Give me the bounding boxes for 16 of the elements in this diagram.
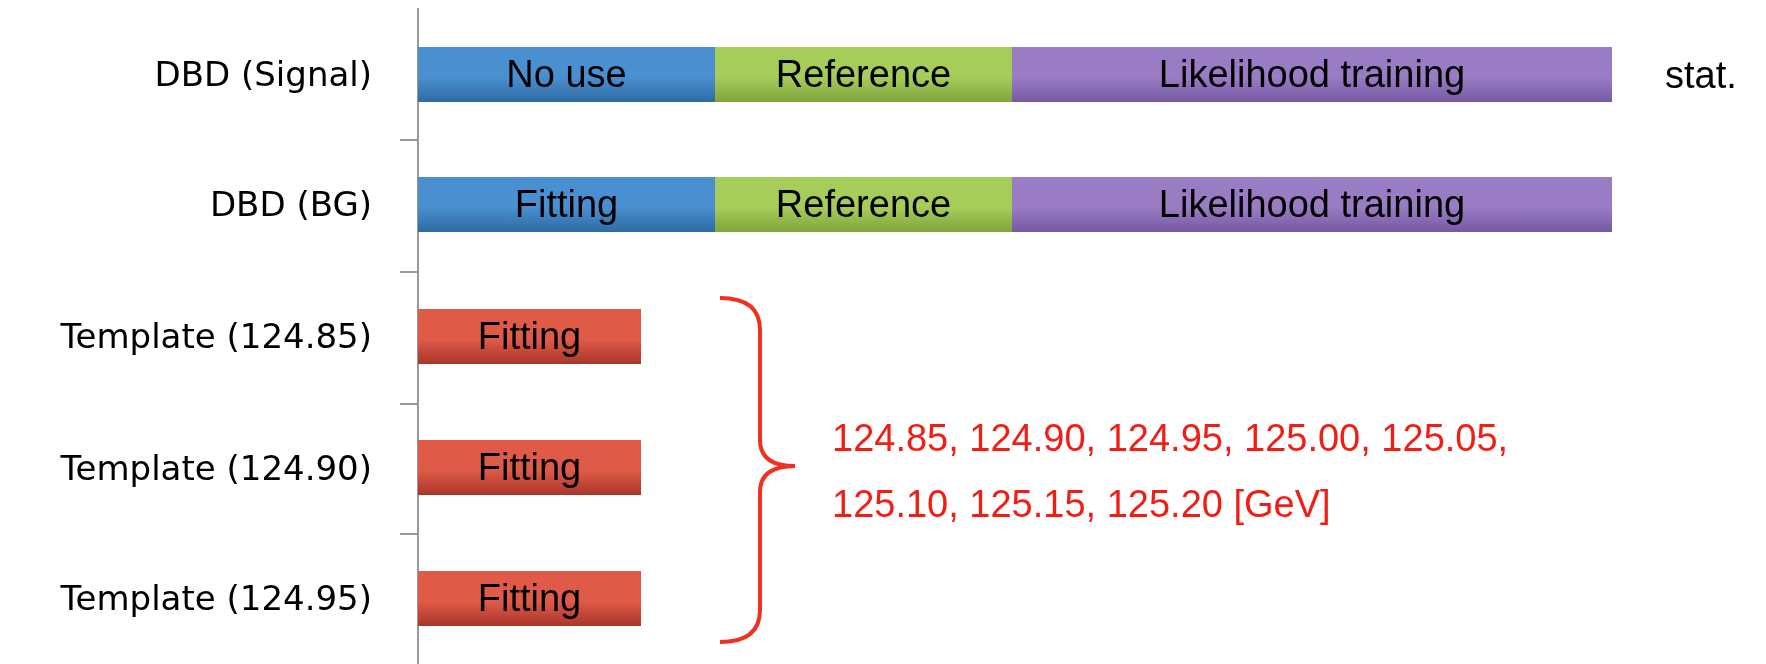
row-label: DBD (BG) [209, 184, 372, 224]
row-label: Template (124.95) [60, 578, 372, 618]
bar-segment: Fitting [418, 440, 641, 495]
bar-segment: Reference [715, 47, 1012, 102]
bar-segment: Reference [715, 177, 1012, 232]
bar-segment: No use [418, 47, 715, 102]
mass-values-note: 124.85, 124.90, 124.95, 125.00, 125.05, 125.10, 125.15, 125.20 [GeV] [832, 416, 1510, 527]
row-label: DBD (Signal) [154, 54, 372, 94]
bar-segment: Fitting [418, 177, 715, 232]
bar-segment: Fitting [418, 571, 641, 626]
stat-label: stat. [1665, 54, 1737, 97]
bar-segment: Likelihood training [1012, 47, 1612, 102]
row-label: Template (124.85) [60, 316, 372, 356]
bar-segment: Likelihood training [1012, 177, 1612, 232]
bar-segment: Fitting [418, 309, 641, 364]
row-label: Template (124.90) [60, 448, 372, 488]
